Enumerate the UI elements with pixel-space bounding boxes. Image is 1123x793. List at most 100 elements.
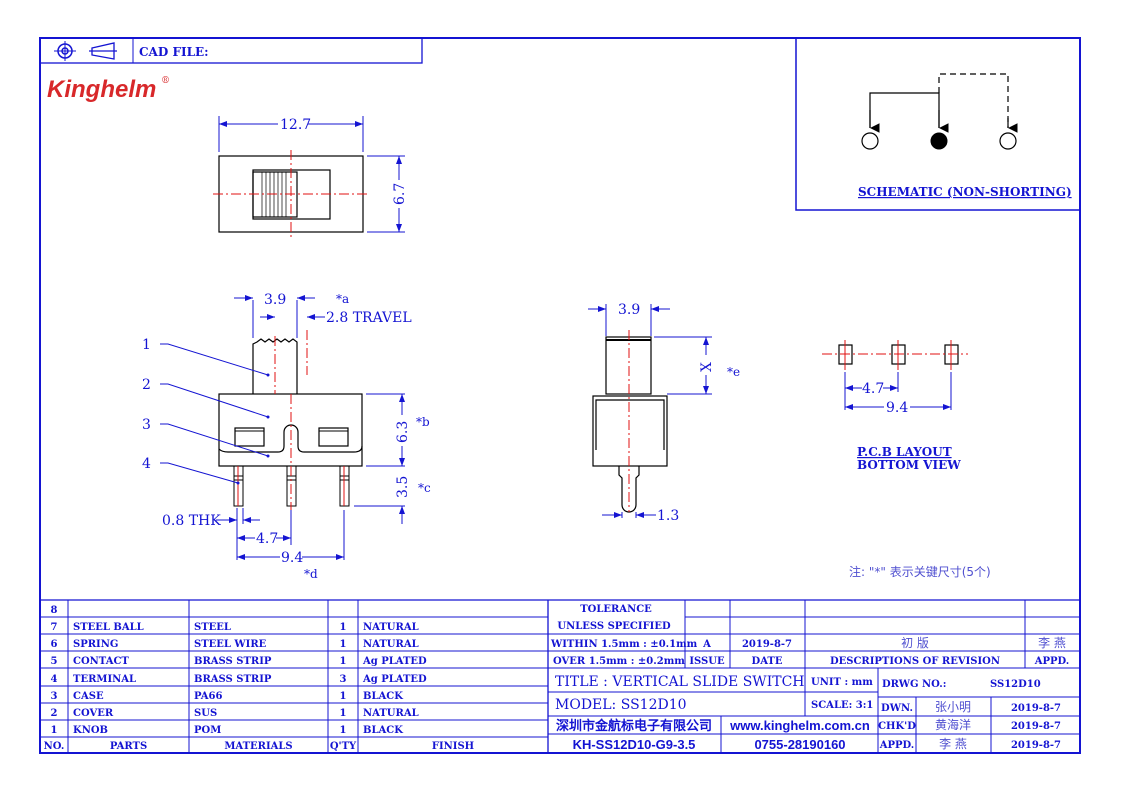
signoff-name: 李 燕 (939, 736, 967, 751)
issue-label: ISSUE (689, 656, 725, 667)
travel-dimension: 2.8 TRAVEL (326, 310, 412, 326)
key-dimension-note: 注: "*" 表示关键尺寸(5个) (849, 564, 991, 579)
callout-4: 4 (142, 456, 151, 472)
model: MODEL: SS12D10 (555, 697, 687, 713)
knob-width-dimension: 3.9 (264, 292, 286, 308)
scale: SCALE: 3:1 (811, 700, 873, 711)
signoff-role: DWN. (881, 703, 913, 714)
span-dimension: 9.4 (281, 550, 303, 566)
bom-cell: SPRING (73, 639, 118, 650)
signoff-role: CHK'D (878, 721, 916, 732)
callout-3: 3 (142, 417, 151, 433)
bom-cell: 8 (51, 605, 58, 616)
pcb-subtitle: BOTTOM VIEW (857, 458, 961, 472)
thickness-dimension: 0.8 THK (162, 513, 221, 529)
tolerance-over: OVER 1.5mm : ±0.2mm (553, 656, 685, 667)
mark-a: *a (336, 292, 349, 306)
bom-cell: 4 (51, 674, 58, 685)
bom-cell: Q'TY (330, 741, 357, 752)
bom-cell: 3 (340, 674, 347, 685)
bom-cell: 6 (51, 639, 58, 650)
bom-cell: STEEL WIRE (194, 639, 267, 650)
bom-cell: 1 (340, 656, 347, 667)
title-block: TOLERANCE UNLESS SPECIFIED WITHIN 1.5mm … (40, 599, 1080, 753)
mark-e: *e (727, 365, 740, 379)
width-dimension: 12.7 (280, 117, 311, 133)
schematic-title: SCHEMATIC (NON-SHORTING) (858, 185, 1072, 199)
bom-cell: 7 (51, 622, 58, 633)
phone: 0755-28190160 (754, 737, 845, 752)
bom-cell: NATURAL (363, 622, 419, 633)
bom-cell: TERMINAL (73, 674, 136, 685)
mark-d: *d (304, 567, 318, 581)
unit: UNIT : mm (811, 677, 873, 688)
terminal-common-icon (930, 132, 948, 150)
drawing-title: TITLE : VERTICAL SLIDE SWITCH (555, 674, 804, 690)
tolerance-within: WITHIN 1.5mm : ±0.1mm (550, 639, 698, 650)
bom-cell: 1 (340, 639, 347, 650)
pitch-dimension: 4.7 (256, 531, 278, 547)
pin-length-dimension: 3.5 (395, 476, 411, 498)
company-name: 深圳市金航标电子有限公司 (556, 718, 712, 733)
bom-cell: SUS (194, 708, 217, 719)
revision-approver: 李 燕 (1038, 635, 1066, 650)
tolerance-label: TOLERANCE (580, 604, 652, 615)
schematic-panel: SCHEMATIC (NON-SHORTING) (795, 37, 1081, 211)
signoff-name: 黄海洋 (935, 717, 971, 732)
bom-cell: 1 (51, 725, 58, 736)
bom-cell: PA66 (194, 691, 223, 702)
pcb-layout: 4.7 9.4 P.C.B LAYOUT BOTTOM VIEW (822, 340, 968, 472)
projection-symbol-icon (54, 41, 117, 61)
terminal-open-icon (999, 132, 1017, 150)
height-dimension: 6.7 (392, 183, 408, 205)
bom-cell: 5 (51, 656, 58, 667)
bom-cell: STEEL (194, 622, 231, 633)
callout-2: 2 (142, 377, 151, 393)
bom-cell: CASE (73, 691, 104, 702)
bom-cell: BRASS STRIP (194, 674, 272, 685)
bom-cell: 1 (340, 708, 347, 719)
bom-cell: Ag PLATED (362, 656, 427, 667)
signoff-date: 2019-8-7 (1011, 721, 1061, 732)
bom-cell: BRASS STRIP (194, 656, 272, 667)
signoff-row: CHK'D 黄海洋 2019-8-7 (878, 717, 1061, 732)
pcb-span-dimension: 9.4 (886, 400, 908, 416)
revision-description: 初 版 (901, 636, 929, 650)
bom-cell: COVER (73, 708, 114, 719)
kinghelm-logo: Kinghelm (47, 76, 156, 103)
website: www.kinghelm.com.cn (729, 718, 870, 733)
pcb-pitch-dimension: 4.7 (862, 381, 884, 397)
approved-label: APPD. (1034, 656, 1070, 667)
terminal-open-icon (861, 132, 879, 150)
bom-row: 6 SPRING STEEL WIRE 1 NATURAL (51, 639, 419, 650)
x-dimension: X (699, 362, 715, 372)
bom-cell: FINISH (432, 741, 474, 752)
front-view: 3.9 *a 2.8 TRAVEL 6.3 *b 3.5 *c 0.8 THK … (142, 292, 431, 581)
callout-1: 1 (142, 337, 151, 353)
issue-date: 2019-8-7 (742, 639, 792, 650)
bom-cell: POM (194, 725, 221, 736)
bom-cell: NO. (44, 741, 65, 752)
mark-c: *c (418, 481, 431, 495)
bom-cell: CONTACT (73, 656, 129, 667)
signoff-name: 张小明 (935, 700, 971, 714)
bom-cell: 3 (51, 691, 58, 702)
bom-cell: PARTS (110, 741, 147, 752)
pcb-title: P.C.B LAYOUT (857, 445, 952, 459)
tolerance-sub-label: UNLESS SPECIFIED (557, 621, 671, 632)
bom-cell: NATURAL (363, 639, 419, 650)
signoff-role: APPD. (879, 740, 915, 751)
header-box: CAD FILE: (39, 37, 423, 64)
drawing-frame (39, 37, 1081, 754)
part-number: KH-SS12D10-G9-3.5 (573, 737, 696, 752)
registered-mark: ® (161, 76, 170, 86)
side-view: 3.9 X *e 1.3 (588, 302, 740, 524)
date-label: DATE (752, 656, 783, 667)
